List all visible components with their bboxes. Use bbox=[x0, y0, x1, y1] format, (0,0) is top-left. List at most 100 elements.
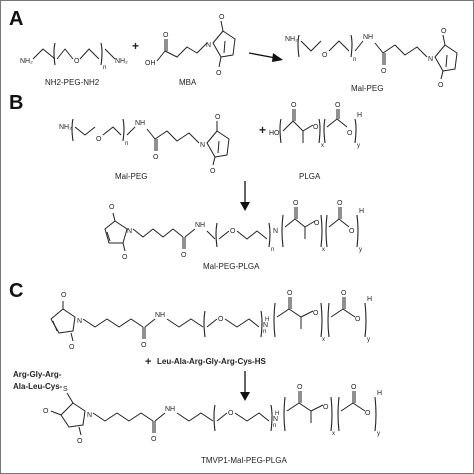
atom-h-b: H bbox=[357, 112, 362, 119]
panel-label-c: C bbox=[9, 280, 23, 302]
atom-nh-b: NH bbox=[135, 120, 145, 127]
atom-o-c-plga-2: O bbox=[313, 310, 319, 317]
atom-o-product-top: O bbox=[441, 28, 447, 35]
atom-nh-t: NH bbox=[165, 406, 175, 413]
atom-n-imide: N bbox=[206, 42, 211, 49]
atom-o-mp-plga-1: O bbox=[293, 200, 299, 207]
atom-ho: HO bbox=[269, 130, 280, 137]
subscript-n-c: n bbox=[263, 329, 266, 335]
atom-o-amide-b: O bbox=[153, 154, 159, 161]
subscript-y-mp: y bbox=[359, 247, 362, 253]
atom-o-b-top: O bbox=[215, 114, 221, 121]
atom-o-t-plga-2: O bbox=[323, 404, 329, 411]
label-mba: MBA bbox=[179, 78, 197, 87]
subscript-n-mp: n bbox=[271, 247, 274, 253]
atom-n-product: N bbox=[428, 56, 433, 63]
atom-nh2-left: NH₂ bbox=[20, 58, 33, 65]
label-mal-peg-b: Mal-PEG bbox=[115, 172, 147, 181]
atom-n-t-link: N bbox=[273, 416, 278, 423]
atom-o-product-bottom: O bbox=[438, 82, 444, 89]
atom-h-mp: H bbox=[359, 208, 364, 215]
atom-o-t-amide: O bbox=[151, 436, 157, 443]
atom-o-t-plga-4: O bbox=[365, 410, 371, 417]
atom-nh-product: NH bbox=[363, 34, 373, 41]
atom-o-mp-plga-2: O bbox=[314, 220, 320, 227]
tmvp1-mal-peg-plga-structure: S N O O O NH O n N H O O x O bbox=[43, 384, 382, 445]
atom-o-imide-top: O bbox=[219, 14, 225, 21]
atom-n-c-link: N bbox=[263, 322, 268, 329]
mal-peg-structure-b: NH₂ O n NH O N O O bbox=[59, 114, 230, 175]
atom-h-c-link: H bbox=[265, 317, 269, 323]
subscript-n: n bbox=[103, 65, 106, 71]
atom-oh: OH bbox=[145, 60, 156, 67]
atom-o-mp-plga-4: O bbox=[349, 228, 355, 235]
subscript-y-c: y bbox=[367, 337, 370, 343]
subscript-x-c: x bbox=[322, 337, 325, 343]
label-peptide-line-2: Ala-Leu-Cys- bbox=[13, 382, 63, 391]
label-peptide-line-1: Arg-Gly-Arg- bbox=[13, 370, 62, 379]
atom-o-t-bottom: O bbox=[77, 438, 83, 445]
plga-structure: HO O O x O O y H bbox=[269, 102, 362, 149]
mal-peg-plga-structure: O N O O NH O n N O O x O O y bbox=[104, 200, 364, 261]
atom-nh-c: NH bbox=[155, 312, 165, 319]
atom-h-t: H bbox=[377, 390, 382, 397]
subscript-n-b: n bbox=[125, 141, 128, 147]
atom-o-mp-plga-3: O bbox=[337, 200, 343, 207]
label-tmvp1-mal-peg-plga: TMVP1-Mal-PEG-PLGA bbox=[201, 456, 287, 465]
subscript-y-b: y bbox=[357, 143, 360, 149]
atom-o-imide-bottom: O bbox=[216, 70, 222, 77]
label-mal-peg-plga: Mal-PEG-PLGA bbox=[203, 262, 260, 271]
atom-o-t-peg: O bbox=[228, 410, 234, 417]
atom-o-plga-1: O bbox=[291, 102, 297, 109]
plus-sign-a: + bbox=[132, 39, 139, 53]
atom-o: O bbox=[74, 58, 80, 65]
atom-o-mp-bottom: O bbox=[122, 254, 128, 261]
mal-peg-structure-a: NH₂ O n NH O N O O bbox=[285, 28, 458, 89]
subscript-n-product: n bbox=[353, 57, 356, 63]
panel-label-a: A bbox=[9, 8, 23, 30]
atom-nh2-b: NH₂ bbox=[59, 124, 72, 131]
subscript-x-b: x bbox=[321, 143, 324, 149]
atom-s: S bbox=[63, 386, 68, 393]
atom-o-acid: O bbox=[163, 32, 169, 39]
atom-o-c-plga-3: O bbox=[341, 290, 347, 297]
atom-o-plga-4: O bbox=[347, 130, 353, 137]
atom-o-mp-peg: O bbox=[230, 228, 236, 235]
atom-o-mp-amide: O bbox=[181, 252, 187, 259]
nh2-peg-nh2-structure: NH₂ O n NH₂ bbox=[20, 42, 128, 71]
subscript-x-t: x bbox=[332, 431, 335, 437]
atom-o-product: O bbox=[322, 52, 328, 59]
label-plga: PLGA bbox=[299, 172, 321, 181]
atom-n-mp-link: N bbox=[273, 228, 278, 235]
label-nh2-peg-nh2: NH2-PEG-NH2 bbox=[45, 78, 100, 87]
atom-nh2-product: NH₂ bbox=[285, 36, 298, 43]
atom-o-mp-top: O bbox=[109, 204, 115, 211]
atom-nh-mp: NH bbox=[195, 222, 205, 229]
atom-o-c-plga-4: O bbox=[355, 316, 361, 323]
subscript-x-mp: x bbox=[322, 247, 325, 253]
mal-peg-plga-structure-c: O N O O NH O n N H O O x O O bbox=[50, 290, 372, 351]
atom-o-t-left: O bbox=[43, 408, 49, 415]
subscript-n-t: n bbox=[273, 423, 276, 429]
atom-o-amide: O bbox=[381, 68, 387, 75]
atom-o-c-plga-1: O bbox=[287, 290, 293, 297]
atom-o-c-amide: O bbox=[141, 342, 147, 349]
atom-o-b: O bbox=[96, 136, 102, 143]
atom-n-c: N bbox=[77, 318, 82, 325]
atom-o-c-peg: O bbox=[218, 316, 224, 323]
atom-o-plga-2: O bbox=[313, 124, 319, 131]
plus-sign-c: + bbox=[145, 356, 151, 368]
panel-label-b: B bbox=[9, 92, 23, 114]
atom-o-c-bottom: O bbox=[69, 344, 75, 351]
atom-n-b: N bbox=[200, 142, 205, 149]
label-peptide: Leu-Ala-Arg-Gly-Arg-Cys-HS bbox=[157, 357, 267, 366]
label-mal-peg-a: Mal-PEG bbox=[351, 84, 383, 93]
atom-h-t-link: H bbox=[275, 411, 279, 417]
subscript-y-t: y bbox=[377, 431, 380, 437]
atom-n-t: N bbox=[87, 412, 92, 419]
mba-structure: OH O N O O bbox=[145, 14, 236, 77]
atom-o-b-bottom: O bbox=[210, 168, 216, 175]
plus-sign-b: + bbox=[259, 123, 266, 137]
atom-o-t-plga-1: O bbox=[297, 384, 303, 391]
